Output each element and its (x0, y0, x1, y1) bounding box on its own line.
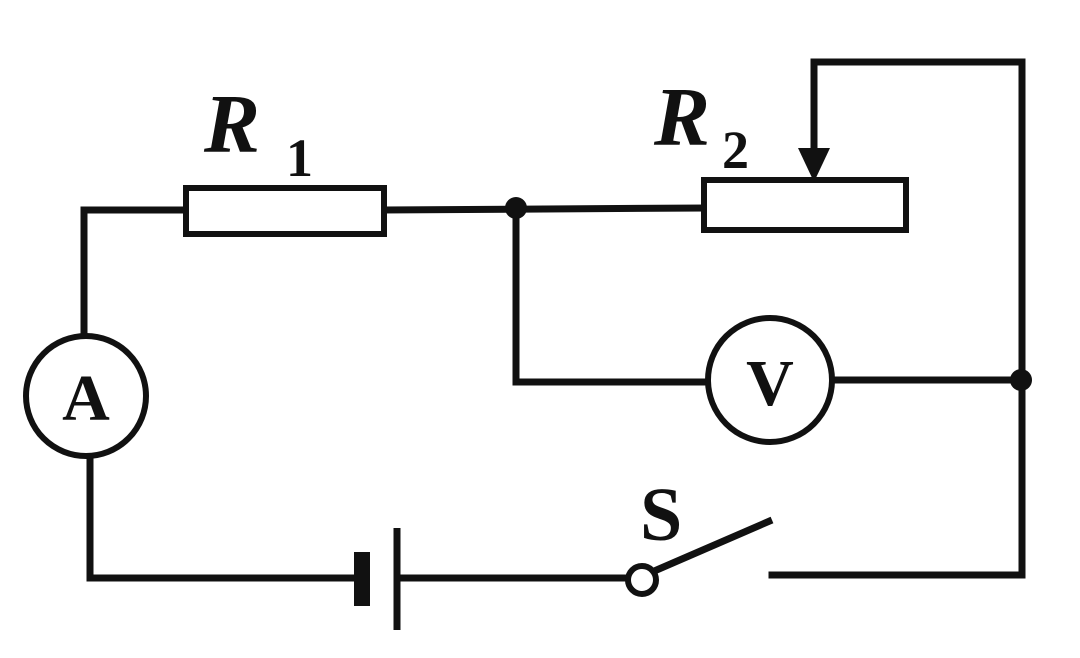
r1-label: R 1 (203, 78, 313, 188)
voltmeter-circle (705, 315, 835, 445)
wire-r1-r2 (380, 204, 708, 214)
r1-label-subscript: 1 (286, 128, 313, 188)
junction-node-right (1010, 369, 1032, 391)
r1-label-symbol: R (203, 78, 260, 171)
switch-blade (650, 516, 774, 576)
switch-label: S (640, 473, 682, 557)
battery-cell (354, 528, 401, 630)
resistor-r1 (183, 185, 387, 237)
r2-label-subscript: 2 (722, 120, 749, 180)
wire-right-lower (768, 376, 1026, 579)
rheostat-r2 (701, 177, 909, 233)
ammeter-circle (23, 333, 149, 459)
switch-s (625, 516, 774, 597)
ammeter: A (23, 333, 149, 459)
wire-left-upper (80, 206, 190, 339)
voltmeter-letter: V (746, 347, 794, 420)
wire-slider-loop (810, 58, 1026, 384)
wire-junction-voltmeter (512, 204, 712, 386)
r2-label-symbol: R (653, 71, 710, 164)
slider-arrow-icon (798, 148, 830, 182)
junction-node-left (505, 197, 527, 219)
wire-left-lower (86, 454, 366, 582)
ammeter-letter: A (62, 362, 110, 435)
switch-pivot (625, 563, 659, 597)
wires (80, 58, 1026, 582)
voltmeter: V (705, 315, 835, 445)
r2-label: R 2 (653, 71, 749, 180)
